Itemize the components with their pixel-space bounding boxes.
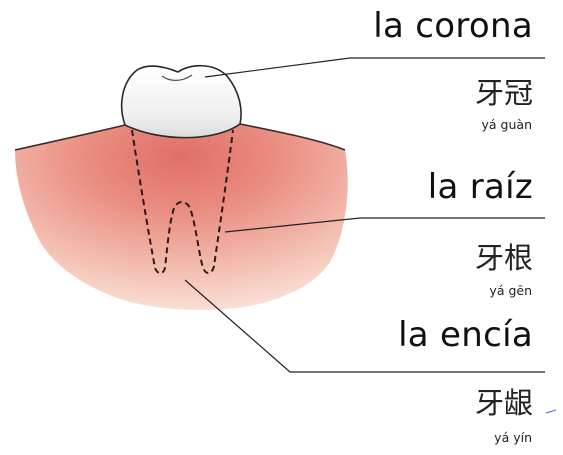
- gum-shape: [15, 124, 348, 310]
- gum-label-chinese: 牙龈: [475, 380, 533, 422]
- gum-label-spanish: la encía: [398, 315, 533, 355]
- stray-mark: [546, 410, 556, 413]
- root-label-chinese: 牙根: [475, 235, 533, 277]
- root-label-spanish: la raíz: [428, 167, 533, 207]
- crown-label-chinese: 牙冠: [475, 70, 533, 112]
- crown-label-spanish: la corona: [373, 6, 533, 46]
- root-label-pinyin: yá gēn: [489, 283, 532, 298]
- crown-label-pinyin: yá guàn: [482, 117, 532, 132]
- tooth-crown: [122, 66, 241, 138]
- gum-label-pinyin: yá yín: [494, 430, 532, 445]
